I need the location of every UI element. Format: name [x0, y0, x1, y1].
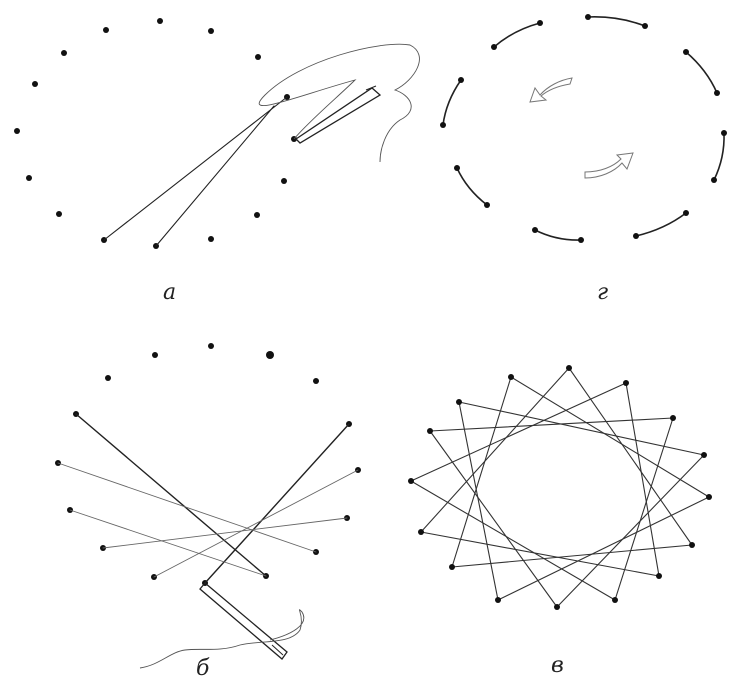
pin-dot: [56, 211, 62, 217]
panel-g: [440, 14, 727, 243]
pin-dot: [656, 573, 662, 579]
panel-label-a: а: [163, 282, 176, 304]
thread-arc: [535, 230, 581, 240]
panel-label-g: г: [597, 282, 608, 304]
thread-line: [205, 424, 349, 583]
thread-line: [154, 470, 358, 577]
panel-v: [408, 365, 712, 610]
arrow-shape: [530, 78, 572, 102]
thread-line: [156, 106, 274, 246]
pin-dot: [26, 175, 32, 181]
pin-dot: [554, 604, 560, 610]
thread-line: [511, 377, 709, 497]
thread-icon: [140, 610, 304, 668]
thread-line: [452, 377, 511, 567]
pin-dot: [281, 178, 287, 184]
thread-arc: [686, 52, 717, 93]
pin-dot: [208, 28, 214, 34]
pin-dot: [532, 227, 538, 233]
pin-dot: [508, 374, 514, 380]
pin-dot: [254, 212, 260, 218]
pin-dot: [105, 375, 111, 381]
pin-dot: [578, 237, 584, 243]
pin-dot: [255, 54, 261, 60]
pin-dot: [721, 130, 727, 136]
pin-dot: [495, 597, 501, 603]
thread-line: [76, 414, 266, 576]
thread-arc: [443, 80, 461, 125]
needle-icon: [200, 583, 287, 659]
pin-dot: [14, 128, 20, 134]
panel-b: [55, 343, 361, 668]
thread-line: [569, 368, 692, 545]
needle-icon: [296, 86, 380, 143]
pin-dot: [689, 542, 695, 548]
rotation-arrow-icon: [530, 78, 572, 102]
pin-dot: [484, 202, 490, 208]
thread-icon: [259, 44, 419, 162]
pin-dot: [61, 50, 67, 56]
pin-dot: [32, 81, 38, 87]
thread-line: [498, 497, 709, 600]
pin-dot: [152, 352, 158, 358]
pin-dot: [208, 236, 214, 242]
pin-dot: [408, 478, 414, 484]
thread-line: [430, 431, 557, 607]
pin-dot: [266, 351, 274, 359]
pin-dot: [157, 18, 163, 24]
thread-line: [70, 510, 266, 576]
thread-arc: [494, 23, 540, 47]
thread-arc: [636, 213, 686, 236]
thread-arc: [457, 168, 487, 205]
pin-dot: [714, 90, 720, 96]
pin-dot: [585, 14, 591, 20]
pin-dot: [449, 564, 455, 570]
pin-dot: [427, 428, 433, 434]
thread-line: [459, 402, 498, 600]
pin-dot: [456, 399, 462, 405]
thread-line: [459, 402, 704, 455]
pin-dot: [642, 23, 648, 29]
pin-dot: [103, 27, 109, 33]
panel-a: [14, 18, 419, 249]
pin-dot: [208, 343, 214, 349]
arrow-shape: [585, 153, 633, 178]
thread-line: [430, 418, 673, 431]
pin-dot: [491, 44, 497, 50]
thread-line: [626, 383, 659, 576]
pin-dot: [711, 177, 717, 183]
pin-dot: [683, 210, 689, 216]
thread-line: [104, 97, 287, 240]
pin-dot: [566, 365, 572, 371]
pin-dot: [454, 165, 460, 171]
pin-dot: [706, 494, 712, 500]
panel-label-b: б: [196, 658, 209, 680]
pin-dot: [612, 597, 618, 603]
needle-body: [200, 583, 287, 659]
pin-dot: [440, 122, 446, 128]
rotation-arrow-icon: [585, 153, 633, 178]
pin-dot: [633, 233, 639, 239]
panel-label-v: в: [551, 655, 564, 677]
pin-dot: [701, 452, 707, 458]
pin-dot: [670, 415, 676, 421]
pin-dot: [458, 77, 464, 83]
thread-line: [411, 383, 626, 481]
thread-arc: [588, 17, 645, 26]
pin-dot: [418, 529, 424, 535]
thread-line: [411, 481, 615, 600]
pin-dot: [537, 20, 543, 26]
pin-dot: [313, 378, 319, 384]
thread-line: [58, 463, 316, 552]
pin-dot: [683, 49, 689, 55]
thread-arc: [714, 133, 724, 180]
pin-dot: [623, 380, 629, 386]
